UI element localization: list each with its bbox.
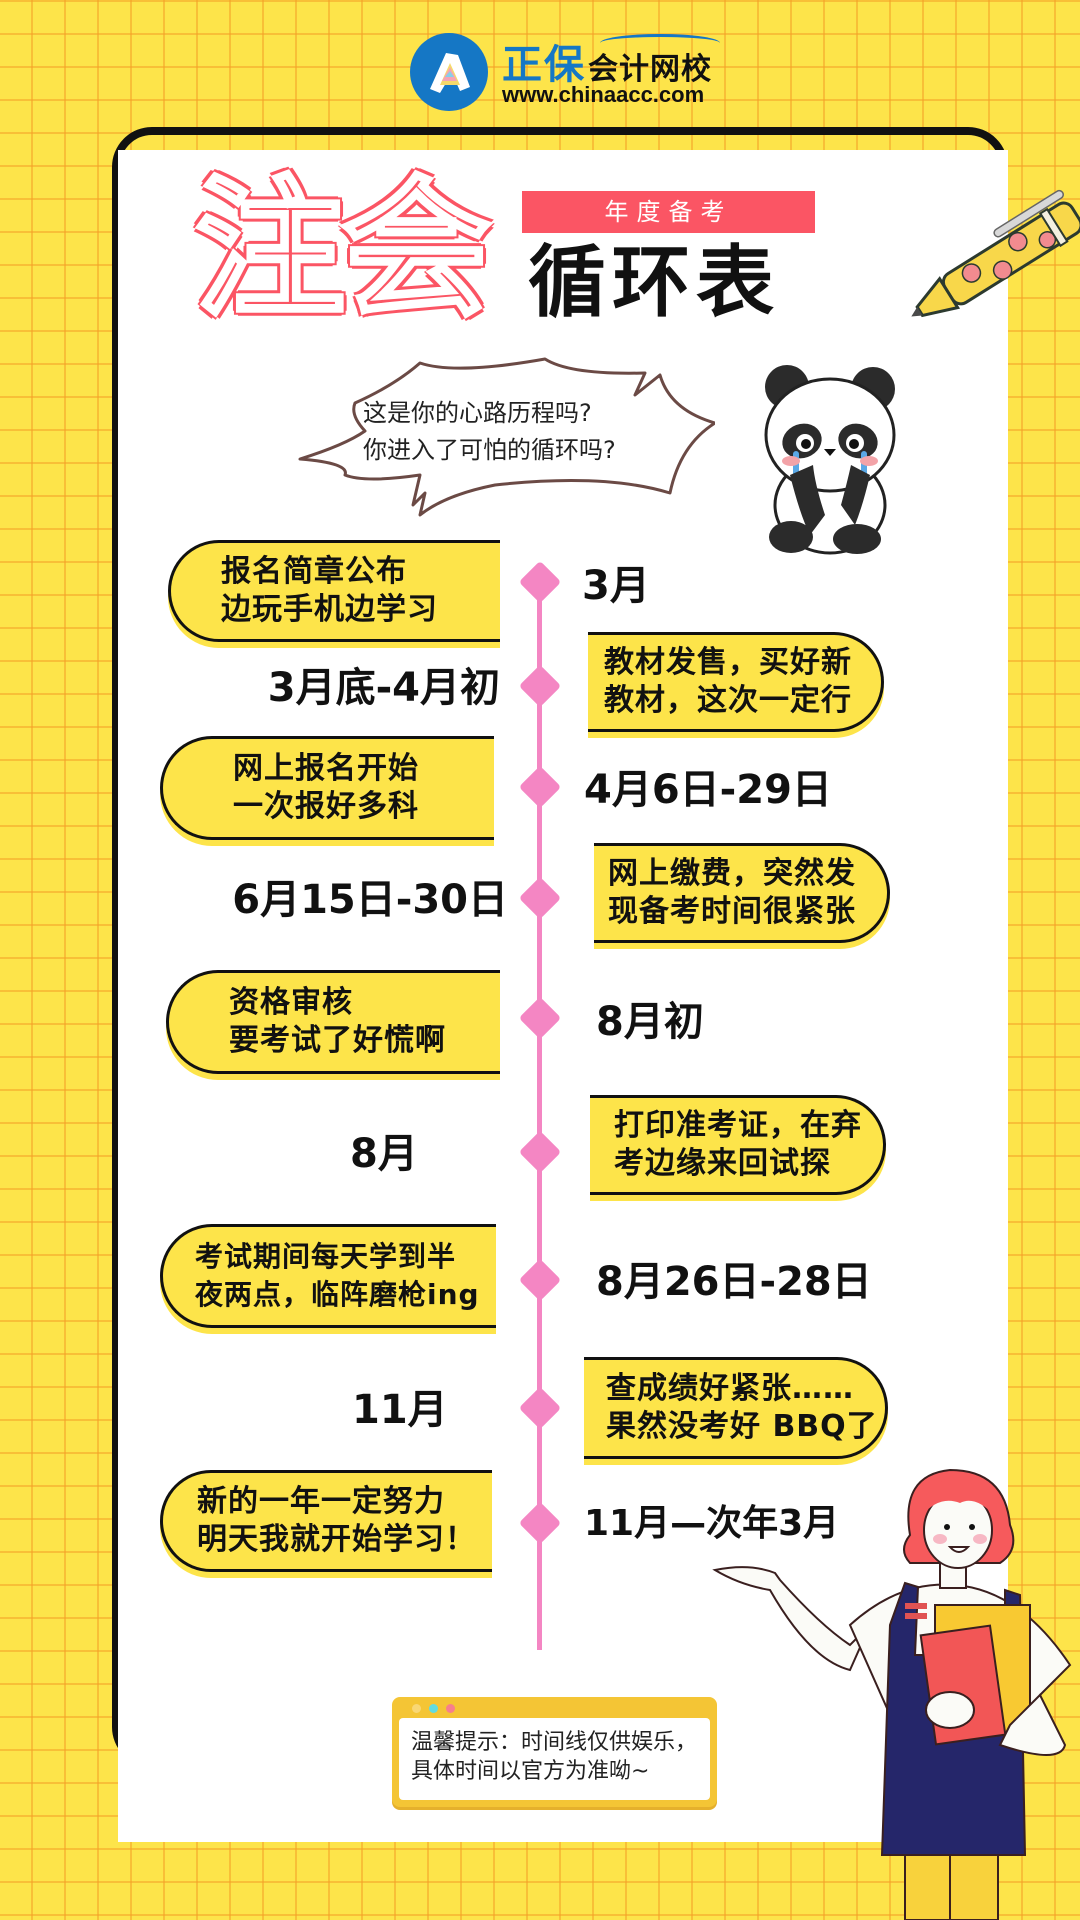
speech-bubble: 这是你的心路历程吗? 你进入了可怕的循环吗? xyxy=(295,355,715,535)
dot-cyan-icon xyxy=(429,1704,438,1713)
card-text: 打印准考证，在弃 考边缘来回试探 xyxy=(614,1108,862,1181)
logo-brand: 正保 xyxy=(502,42,586,88)
card-text: 教材发售，买好新 教材，这次一定行 xyxy=(604,645,852,718)
tip-window: 温馨提示：时间线仅供娱乐， 具体时间以官方为准呦~ xyxy=(392,1697,717,1807)
title-badge: 年度备考 xyxy=(522,191,815,233)
bubble-text: 这是你的心路历程吗? 你进入了可怕的循环吗? xyxy=(363,395,616,469)
timeline-date: 3月底-4月初 xyxy=(267,665,500,711)
timeline-date: 4月6日-29日 xyxy=(584,767,832,813)
title-main: 注会 xyxy=(193,161,493,339)
timeline-card: 资格审核 要考试了好慌啊 xyxy=(166,970,500,1074)
timeline-card: 考试期间每天学到半 夜两点，临阵磨枪ing xyxy=(160,1224,496,1328)
timeline-date: 11月—次年3月 xyxy=(584,1503,840,1544)
bubble-line-2: 你进入了可怕的循环吗? xyxy=(363,436,616,464)
timeline-line xyxy=(537,575,542,1650)
crying-panda-icon xyxy=(755,365,905,555)
title-sub: 循环表 xyxy=(528,238,781,328)
logo-arc xyxy=(600,34,720,52)
dot-pink-icon xyxy=(446,1704,455,1713)
timeline-card: 教材发售，买好新 教材，这次一定行 xyxy=(588,632,884,732)
tip-body: 温馨提示：时间线仅供娱乐， 具体时间以官方为准呦~ xyxy=(399,1718,710,1800)
card-text: 报名简章公布 边玩手机边学习 xyxy=(221,554,438,627)
timeline-card: 打印准考证，在弃 考边缘来回试探 xyxy=(590,1095,886,1195)
tip-line-1: 温馨提示：时间线仅供娱乐， xyxy=(411,1730,698,1755)
card-text: 新的一年一定努力 明天我就开始学习！ xyxy=(197,1484,476,1557)
card-text: 资格审核 要考试了好慌啊 xyxy=(229,985,446,1058)
logo: 正保 会计网校 www.chinaacc.com xyxy=(410,30,720,112)
timeline-date: 11月 xyxy=(352,1387,448,1433)
timeline-date: 8月26日-28日 xyxy=(596,1259,872,1305)
timeline-card: 网上缴费，突然发 现备考时间很紧张 xyxy=(594,843,890,943)
logo-name: 会计网校 xyxy=(588,52,712,87)
dot-yellow-icon xyxy=(412,1704,421,1713)
card-text: 查成绩好紧张…… 果然没考好 BBQ了 xyxy=(606,1371,878,1444)
window-dots xyxy=(412,1704,455,1713)
bubble-line-1: 这是你的心路历程吗? xyxy=(363,399,592,427)
logo-mark-icon xyxy=(410,33,488,111)
logo-url: www.chinaacc.com xyxy=(502,82,705,107)
card-text: 网上缴费，突然发 现备考时间很紧张 xyxy=(608,856,856,929)
tip-line-2: 具体时间以官方为准呦~ xyxy=(411,1759,650,1784)
timeline-date: 6月15日-30日 xyxy=(232,877,508,923)
timeline-date: 3月 xyxy=(582,563,650,609)
pen-icon xyxy=(900,180,1080,350)
timeline-date: 8月 xyxy=(350,1131,418,1177)
timeline-card: 网上报名开始 一次报好多科 xyxy=(160,736,494,840)
timeline-date: 8月初 xyxy=(596,999,704,1045)
timeline-card: 查成绩好紧张…… 果然没考好 BBQ了 xyxy=(584,1357,888,1459)
card-text: 网上报名开始 一次报好多科 xyxy=(233,751,419,824)
presenting-girl-icon xyxy=(700,1455,1080,1920)
timeline-card: 新的一年一定努力 明天我就开始学习！ xyxy=(160,1470,492,1572)
timeline-card: 报名简章公布 边玩手机边学习 xyxy=(168,540,500,642)
card-text: 考试期间每天学到半 夜两点，临阵磨枪ing xyxy=(195,1240,480,1311)
